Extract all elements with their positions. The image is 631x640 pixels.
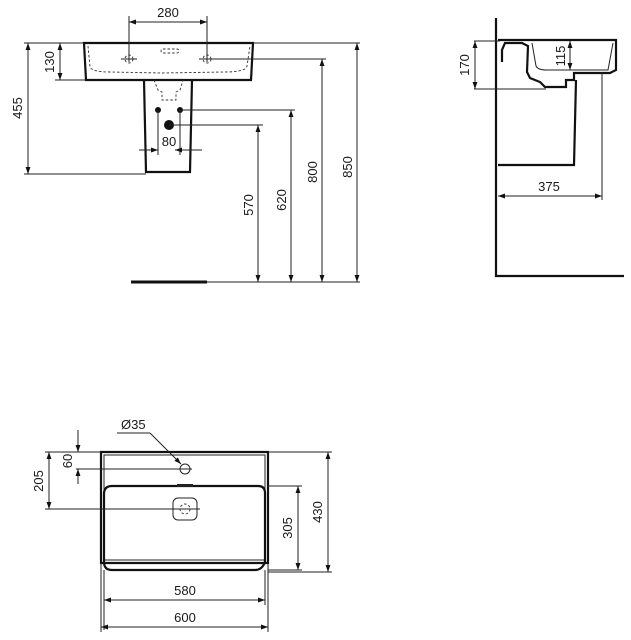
front-view: 280 130 455 80 570 620 800 [10,5,360,284]
pedestal-side-outline [498,79,578,167]
dim-supply-height: 620 [274,189,289,211]
dim-tap-spacing: 280 [157,5,179,20]
dim-projection: 375 [538,179,560,194]
dim-bowl-width: 580 [174,583,196,598]
dim-basin-depth: 170 [457,54,472,76]
waste-hidden-line [153,79,184,101]
dim-overall-basin-height: 455 [10,97,25,119]
dim-supply-spacing: 80 [162,134,176,149]
dim-overall-depth: 430 [310,501,325,523]
bowl-plan-outline [102,484,267,572]
side-view: 170 115 375 [457,18,624,278]
dim-bowl-length: 305 [280,517,295,539]
dim-rim-height: 800 [305,161,320,183]
basin-side-profile [498,38,618,89]
bowl-side-inner [531,42,614,71]
plan-view: Ø35 60 205 305 430 580 600 [31,417,332,632]
dim-rim-depth: 130 [42,51,57,73]
dim-overall-width: 600 [174,610,196,625]
overflow-plan [177,484,193,487]
basin-front-outline [82,41,255,82]
basin-plan-rim [103,454,266,561]
dim-overall-height: 850 [340,156,355,178]
dim-tap-hole-offset: 60 [60,454,75,468]
overflow-slot [160,48,180,54]
dim-waste-offset: 205 [31,470,46,492]
wall-and-floor [494,18,624,278]
bowl-hidden-line [87,45,251,74]
dim-tap-hole-diameter: Ø35 [121,417,146,432]
dim-waste-height: 570 [241,194,256,216]
dim-bowl-depth: 115 [553,46,568,67]
pedestal-outline [142,79,194,174]
